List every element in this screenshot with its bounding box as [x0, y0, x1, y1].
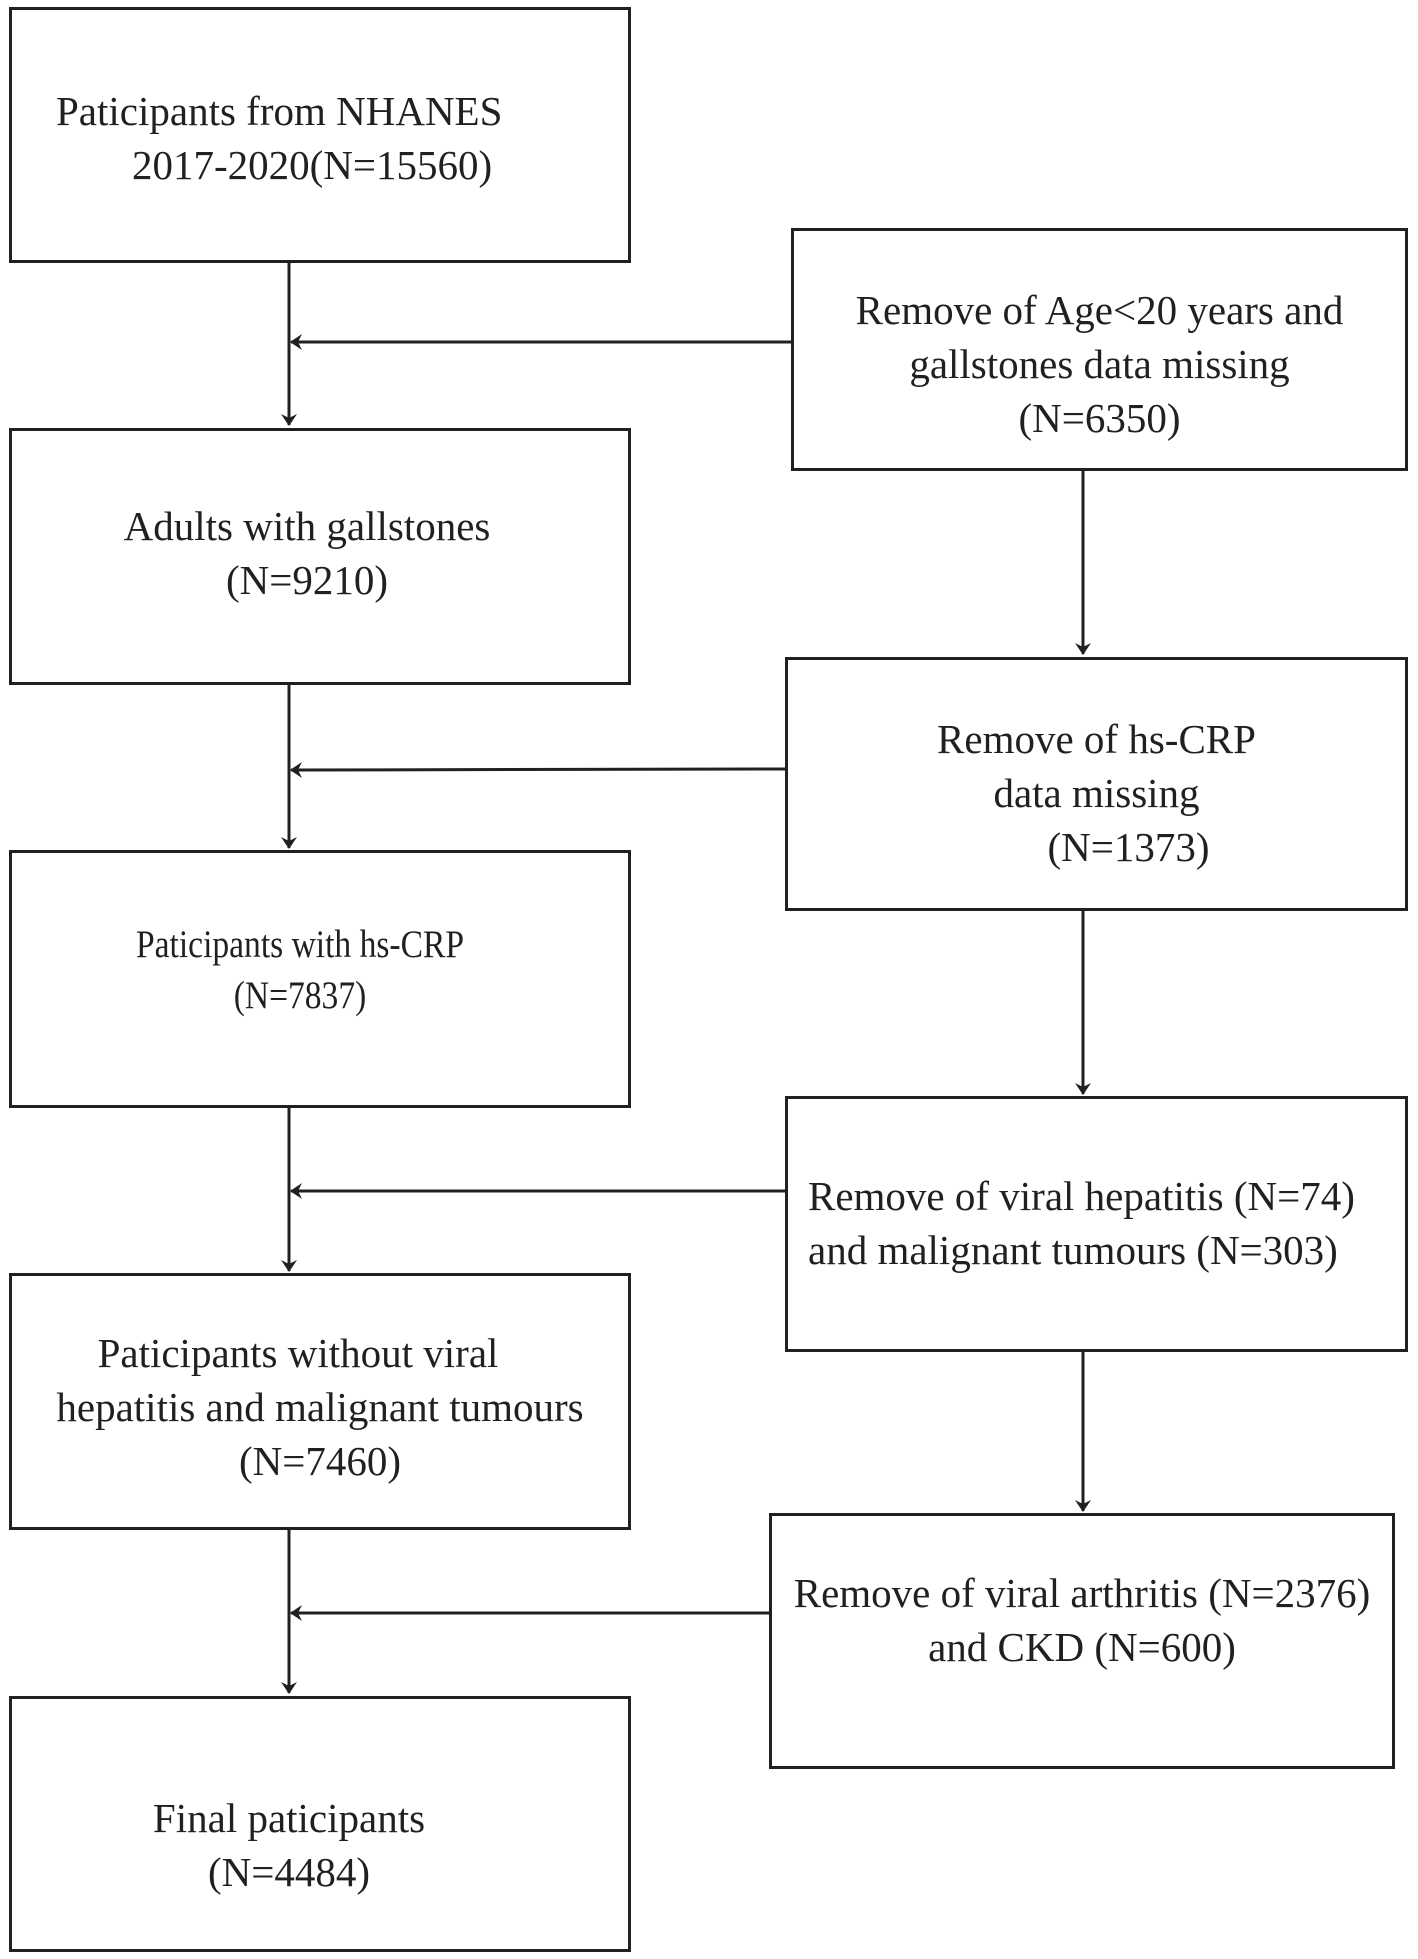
box-remove-age-line-2: gallstones data missing	[909, 341, 1290, 388]
arrow-e2-to-main	[290, 761, 786, 778]
box-remove-hscrp-line-1: Remove of hs-CRP	[937, 716, 1256, 762]
box-adults-line-1: Adults with gallstones	[123, 503, 491, 549]
box-remove-arthritis-line-2: and CKD (N=600)	[928, 1624, 1236, 1671]
box-nhanes-participants: Paticipants from NHANES 2017-2020(N=1556…	[9, 7, 631, 263]
box-participants-without-viral-hepatitis: Paticipants without viral hepatitis and …	[9, 1273, 631, 1530]
box-remove-hepatitis-line-2: and malignant tumours (N=303)	[808, 1227, 1338, 1274]
box-remove-hepatitis-line-1: Remove of viral hepatitis (N=74)	[808, 1173, 1355, 1219]
box-without-viral-line-3: (N=7460)	[238, 1438, 402, 1485]
box-without-viral-line-2: hepatitis and malignant tumours	[56, 1384, 584, 1431]
box-remove-hscrp-line-3: (N=1373)	[1047, 824, 1210, 871]
box-participants-with-hscrp: Paticipants with hs-CRP (N=7837)	[9, 850, 631, 1108]
box-hscrp-line-2: (N=7837)	[233, 974, 367, 1018]
box-final-line-2: (N=4484)	[207, 1849, 371, 1896]
box-remove-arthritis-line-1: Remove of viral arthritis (N=2376)	[793, 1570, 1371, 1616]
box-without-viral-line-1: Paticipants without viral	[97, 1330, 499, 1376]
box-remove-age-gallstones-missing: Remove of Age<20 years and gallstones da…	[791, 228, 1408, 471]
box-final-line-1: Final paticipants	[152, 1795, 426, 1841]
box-nhanes-line-2: 2017-2020(N=15560)	[132, 142, 493, 189]
box-adults-with-gallstones: Adults with gallstones (N=9210)	[9, 428, 631, 685]
box-hscrp-line-1: Paticipants with hs-CRP	[136, 923, 464, 966]
box-remove-age-line-3: (N=6350)	[1018, 395, 1181, 442]
box-remove-hscrp-line-2: data missing	[993, 770, 1200, 817]
box-adults-line-2: (N=9210)	[225, 557, 389, 604]
box-remove-viral-hepatitis-tumours: Remove of viral hepatitis (N=74) and mal…	[785, 1096, 1408, 1352]
box-remove-hscrp-missing: Remove of hs-CRP data missing (N=1373)	[785, 657, 1408, 911]
box-remove-arthritis-ckd: Remove of viral arthritis (N=2376) and C…	[769, 1513, 1395, 1769]
box-remove-age-line-1: Remove of Age<20 years and	[855, 287, 1344, 333]
box-final-participants: Final paticipants (N=4484)	[9, 1696, 631, 1952]
box-nhanes-line-1: Paticipants from NHANES	[56, 88, 503, 134]
